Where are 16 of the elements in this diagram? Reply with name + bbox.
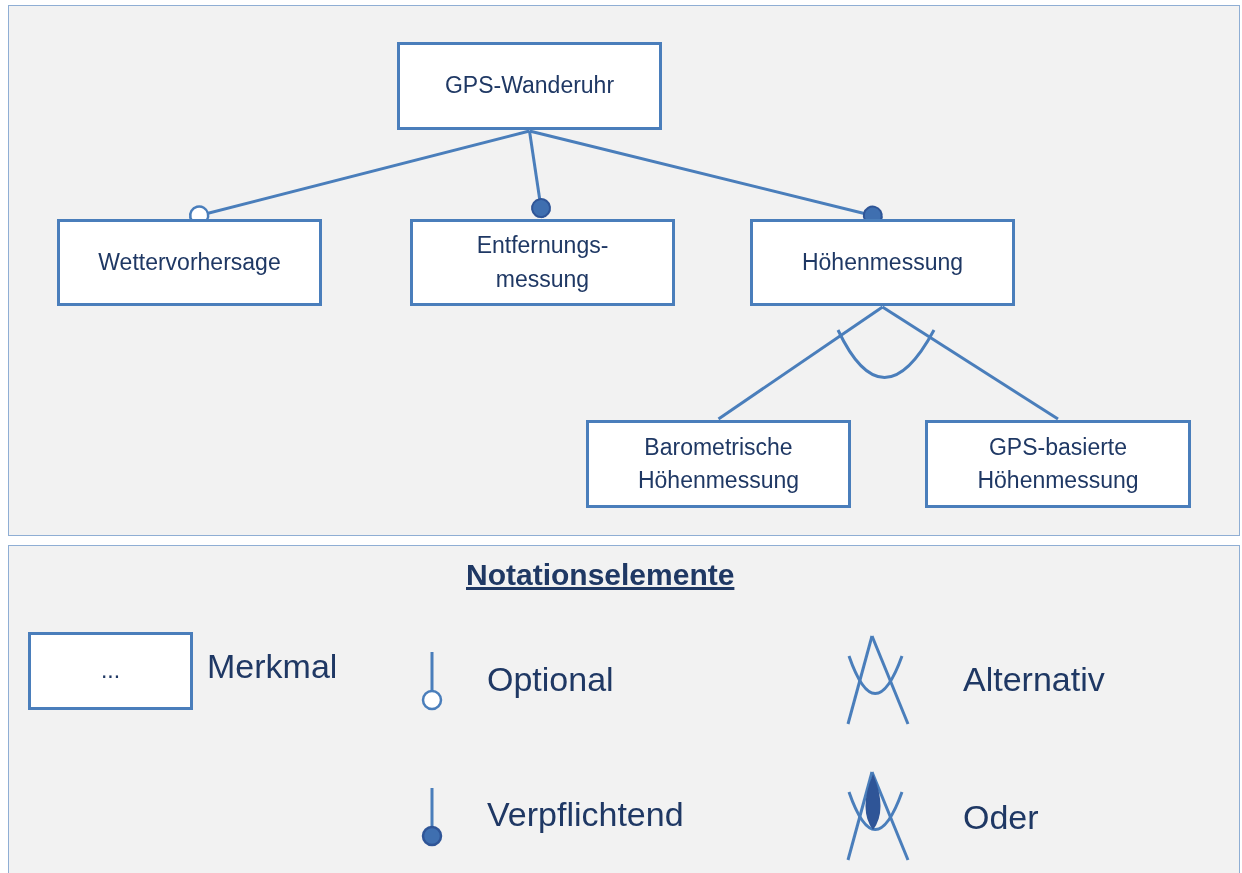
legend-label: Merkmal <box>207 647 338 686</box>
legend-label: Oder <box>963 798 1039 837</box>
connector-line <box>717 305 884 421</box>
connector-line <box>881 305 1059 421</box>
feature-box: Entfernungs- messung <box>410 219 675 306</box>
connector-line <box>528 130 551 219</box>
legend-label: Alternativ <box>963 660 1105 699</box>
legend-heading: Notationselemente <box>466 558 735 592</box>
feature-box: GPS-basierte Höhenmessung <box>925 420 1191 508</box>
feature-box: Höhenmessung <box>750 219 1015 306</box>
feature-box: Wettervorhersage <box>57 219 322 306</box>
legend-label: Verpflichtend <box>487 795 684 834</box>
legend-label: Optional <box>487 660 614 699</box>
feature-box: ... <box>28 632 193 710</box>
feature-box: Barometrische Höhenmessung <box>586 420 851 508</box>
feature-box: GPS-Wanderuhr <box>397 42 662 130</box>
